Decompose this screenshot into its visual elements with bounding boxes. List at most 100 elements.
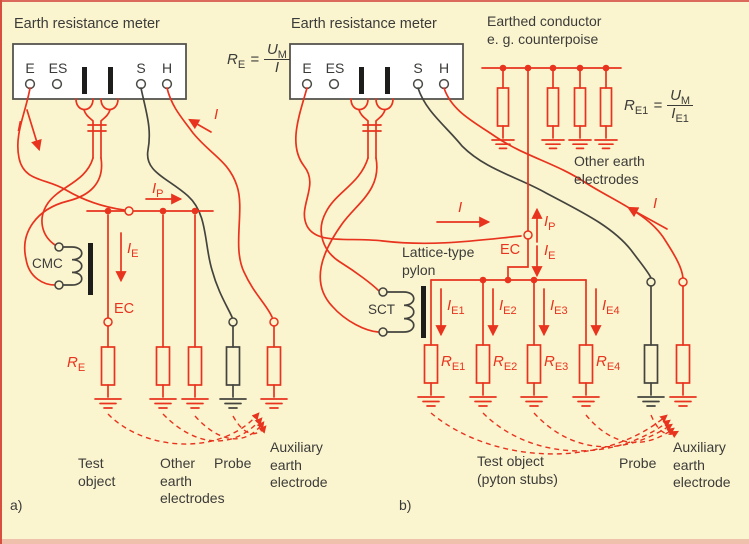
caption-probe-b: Probe (619, 455, 657, 471)
ground-aux-a (260, 398, 288, 409)
wire-a-loop-left (75, 98, 94, 111)
meter-b-title: Earth resistance meter (291, 16, 437, 32)
wire-a-H-to-aux (166, 87, 273, 318)
ground-other-earth-a2 (181, 398, 209, 409)
resistor-other-earth-a1 (155, 346, 171, 386)
terminal-b-ES (328, 78, 340, 90)
resistor-RE (100, 346, 116, 386)
formula-RE: RE = UM I (227, 41, 290, 76)
ec-feed-jog (507, 238, 529, 278)
meter-a-pole-bar-left (82, 67, 87, 94)
ground-aux-b (669, 396, 697, 407)
caption-lattice-pylon: Lattice-type pylon (402, 244, 475, 278)
wire-b-pair-2 (375, 109, 386, 159)
ground-probe-a (219, 398, 247, 409)
meter-b (289, 43, 464, 100)
ec-connection-b (523, 230, 533, 240)
label-RE1: RE1 (441, 353, 466, 373)
resistor-probe-b (643, 344, 659, 384)
label-b-current-IE: IE (544, 242, 556, 262)
current-arrows-b (435, 206, 668, 337)
label-b-current-I-right: I (653, 195, 658, 212)
counterpoise-b (481, 64, 622, 278)
current-arrows-a (26, 109, 212, 283)
arrow-b-current-I-right (627, 206, 668, 230)
probe-connection-a (228, 317, 238, 327)
wire-a-pair-2 (100, 109, 111, 159)
resistor-probe-a (225, 346, 241, 386)
electrodes-b (417, 277, 697, 407)
caption-other-earth-b: Other earth electrodes (574, 153, 645, 187)
label-RE4: RE4 (596, 353, 621, 373)
caption-aux-earth-a: Auxiliary earth electrode (270, 439, 328, 490)
cmc-coil (62, 246, 83, 286)
label-SCT: SCT (368, 302, 395, 317)
cmc-terminal-top (54, 242, 64, 252)
resistor-counterpoise-1 (496, 87, 510, 127)
soil-current-paths-a (107, 412, 267, 445)
terminal-label-b-ES: ES (325, 60, 345, 76)
wire-a-loop-right (100, 98, 119, 111)
aux-connection-a (269, 317, 279, 327)
caption-test-object-a: Test object (78, 455, 116, 489)
wires-b (294, 87, 684, 333)
caption-test-object-b: Test object (pyton stubs) (477, 453, 558, 487)
arrow-a-current-I-left (26, 109, 42, 152)
resistor-aux-b (675, 344, 691, 384)
wires-a (17, 87, 273, 318)
label-RE3: RE3 (544, 353, 569, 373)
wire-b-pair-1 (358, 109, 369, 159)
ground-stub-2 (469, 396, 497, 407)
terminal-a-E (24, 78, 36, 90)
label-a-EC: EC (114, 301, 135, 317)
terminal-label-b-S: S (413, 60, 423, 76)
ground-other-earth-a1 (149, 398, 177, 409)
label-RE2: RE2 (493, 353, 518, 373)
ground-stub-1 (417, 396, 445, 407)
resistor-RE3 (526, 344, 542, 384)
wire-a-S-to-probe (140, 87, 233, 318)
terminal-a-S (135, 78, 147, 90)
label-IE4: IE4 (602, 297, 620, 317)
resistor-other-earth-a2 (187, 346, 203, 386)
wire-b-H-to-aux (443, 87, 684, 279)
label-b-current-I-left: I (458, 199, 463, 216)
ground-probe-b (637, 396, 665, 407)
sct-coil (386, 291, 415, 333)
terminal-label-a-ES: ES (48, 60, 68, 76)
cmc-terminal-bottom (54, 280, 64, 290)
label-IE1: IE1 (447, 297, 465, 317)
sct-terminal-top (378, 287, 388, 297)
resistor-RE1 (423, 344, 439, 384)
resistor-counterpoise-3 (573, 87, 587, 127)
aux-connection-b (678, 277, 688, 287)
terminal-label-a-E: E (25, 60, 35, 76)
terminal-label-a-S: S (136, 60, 146, 76)
label-a-current-I-right: I (214, 106, 219, 123)
label-a-current-IP: IP (152, 180, 164, 200)
ground-stub-4 (572, 396, 600, 407)
cmc-core-bar (88, 243, 93, 295)
caption-tag-b: b) (399, 497, 412, 513)
cmc-clamp (54, 242, 93, 295)
ec-connection-a (103, 317, 113, 327)
probe-connection-b (646, 277, 656, 287)
scan-edge-bottom (0, 539, 749, 544)
wire-a-pair-to-cmc-bottom (24, 157, 103, 286)
label-b-current-IP: IP (544, 213, 556, 233)
scan-edge-left (0, 0, 2, 544)
label-CMC: CMC (32, 256, 63, 271)
terminal-a-ES (51, 78, 63, 90)
wire-a-pair-1 (83, 109, 94, 159)
resistor-aux-a (266, 346, 282, 386)
label-RE: RE (67, 354, 86, 374)
soil-current-paths-b (430, 412, 680, 455)
caption-tag-a: a) (10, 497, 23, 513)
label-IE2: IE2 (499, 297, 517, 317)
label-a-current-IE: IE (127, 240, 139, 260)
caption-probe-a: Probe (214, 455, 252, 471)
wire-a-E-to-bus (17, 87, 125, 211)
meter-a-pole-bar-right (108, 67, 113, 94)
wire-a-pair-to-cmc-top (41, 157, 94, 246)
